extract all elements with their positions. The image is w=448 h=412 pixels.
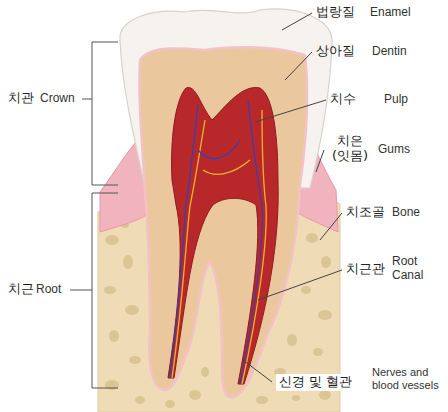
english-label: Gums xyxy=(378,143,410,157)
korean-label: 상아질 xyxy=(316,44,355,59)
korean-label: 치관 xyxy=(8,91,34,106)
english-label: Root Canal xyxy=(392,255,442,283)
english-label: Dentin xyxy=(372,45,407,59)
english-label: Pulp xyxy=(384,93,408,107)
korean-label: 치조골 xyxy=(346,205,385,220)
pulp-chamber xyxy=(168,88,278,384)
korean-label: 치근 xyxy=(8,282,34,297)
english-label: Enamel xyxy=(370,6,411,20)
english-label: Crown xyxy=(40,92,75,106)
nerves-vessels xyxy=(170,100,266,384)
english-label: Root xyxy=(36,283,61,297)
english-label: Bone xyxy=(392,206,420,220)
korean-label: 치은 (잇몸) xyxy=(328,134,372,164)
korean-label: 치근관 xyxy=(346,262,385,277)
english-label: Nerves and blood vessels xyxy=(372,366,444,391)
korean-label: 치수 xyxy=(330,92,356,107)
korean-label: 법랑질 xyxy=(316,5,355,20)
dentin-layer xyxy=(139,47,307,398)
korean-label: 신경 및 혈관 xyxy=(276,374,355,391)
leader-line xyxy=(243,13,342,382)
bracket xyxy=(70,42,118,388)
